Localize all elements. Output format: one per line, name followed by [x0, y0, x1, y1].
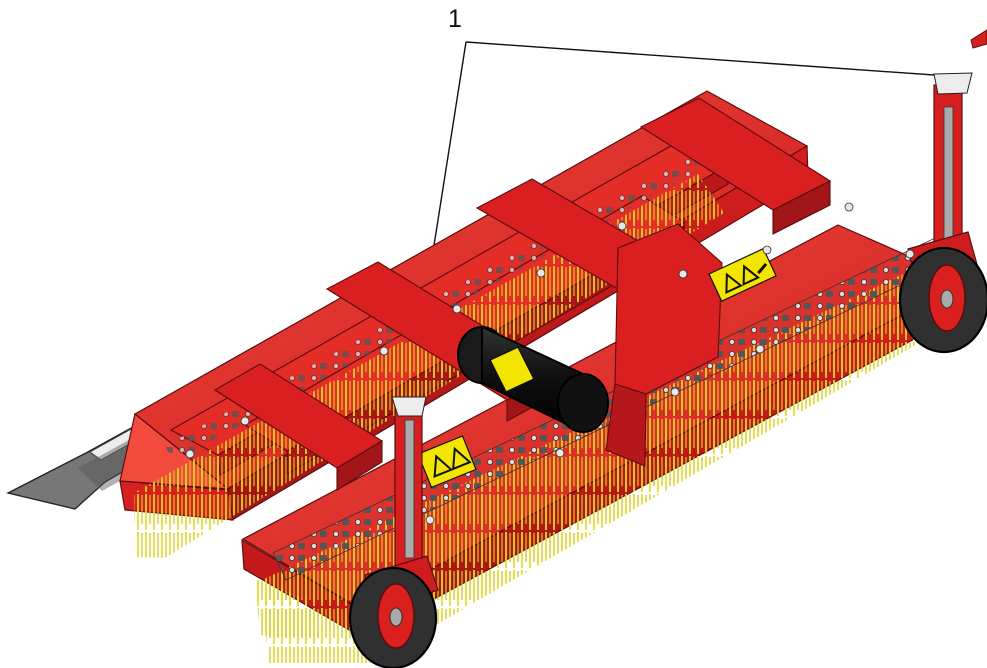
warning-decals: [417, 247, 777, 489]
right-wheel-assembly: [898, 29, 987, 354]
black-roller: [457, 325, 609, 434]
left-wheel-assembly: [348, 396, 439, 668]
warning-icon: [417, 435, 477, 489]
warning-icon: [708, 247, 777, 302]
callout-number: 1: [448, 5, 462, 33]
hardware-bolts: [185, 202, 915, 525]
callout-line-right: [465, 41, 949, 77]
brush-bristles: [134, 174, 965, 663]
